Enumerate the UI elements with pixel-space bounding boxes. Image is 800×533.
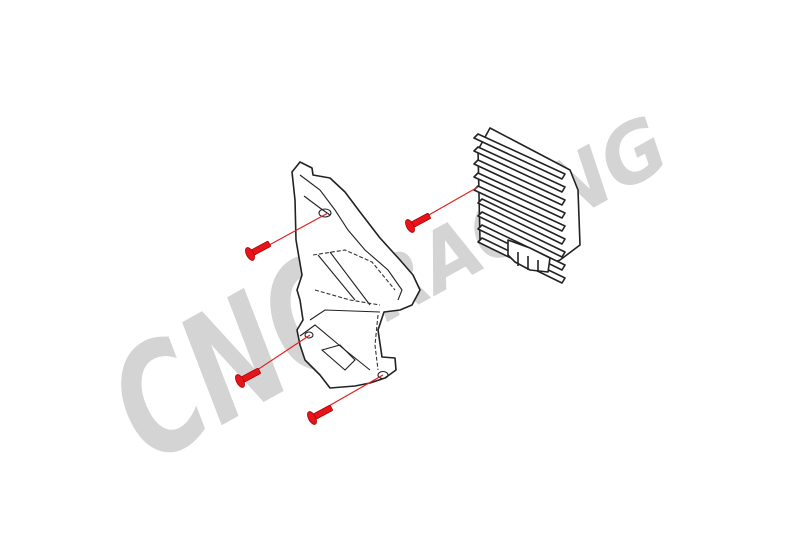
heat-sink-fin <box>473 146 566 193</box>
heat-sink-fin <box>473 172 566 219</box>
leader-line <box>259 212 329 251</box>
screw <box>235 367 261 388</box>
heat-sink-fin <box>473 133 566 180</box>
bracket-cover <box>291 161 421 389</box>
screws <box>235 212 431 425</box>
leader-lines <box>247 186 479 412</box>
screw <box>405 212 431 233</box>
connector <box>507 239 551 273</box>
heat-sink-fin <box>477 211 566 258</box>
leader-line <box>319 374 384 412</box>
screw <box>307 404 333 425</box>
screw <box>245 240 271 261</box>
heat-sink-fin <box>477 198 566 245</box>
heat-sink-fin <box>473 159 566 206</box>
voltage-regulator <box>473 127 581 284</box>
leader-line <box>419 186 479 221</box>
